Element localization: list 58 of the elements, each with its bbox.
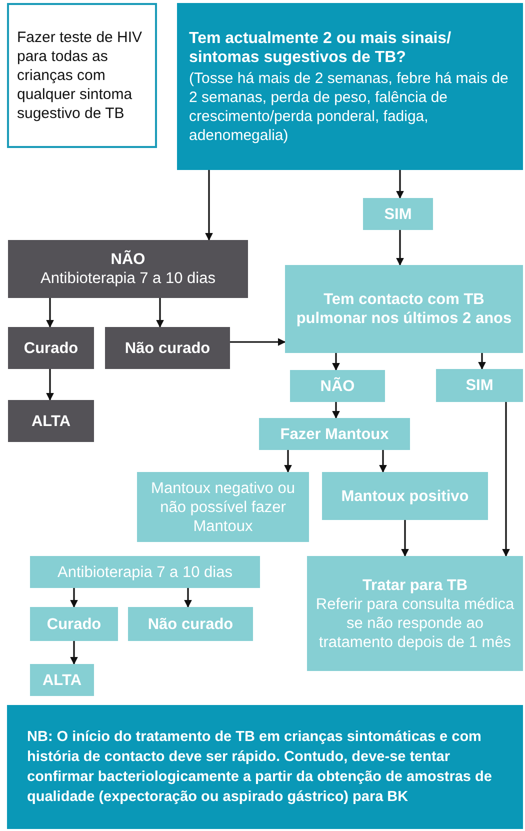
process-box [128, 607, 253, 641]
box-text: Referir para consulta médica se não responde ao tratamento depois de 1 mês [314, 594, 516, 652]
note-box [7, 705, 523, 829]
arrow [332, 353, 340, 371]
question-box [177, 3, 523, 170]
process-box [259, 418, 410, 450]
process-box [8, 327, 94, 369]
box-text: ALTA [30, 412, 72, 430]
process-box [307, 556, 523, 671]
process-box [363, 198, 433, 230]
arrow [156, 298, 164, 328]
box-text: NB: O início do tratamento de TB em crianças sintomáticas e com história de contacto deve ser rápido. Contudo, deve-se tentar confirmar bacteriologicamente a partir da obtenção de amostras de qualidade (expectoração ou aspirado gástrico) para BK [27, 728, 493, 807]
box-text: Não curado [146, 614, 234, 634]
process-box [290, 370, 385, 402]
process-box [8, 240, 248, 298]
arrow [396, 170, 404, 199]
box-text: Não curado [124, 338, 212, 358]
arrow [396, 230, 404, 266]
box-text: SIM [464, 376, 494, 395]
arrow [502, 402, 510, 557]
arrow [230, 338, 286, 346]
box-text: Fazer Mantoux [279, 424, 390, 444]
arrow [478, 353, 486, 370]
box-text: Antibioterapia 7 a 10 dias [40, 269, 216, 288]
box-text: Antibioterapia 7 a 10 dias [56, 562, 234, 582]
arrow [205, 170, 213, 241]
box-text: Curado [22, 338, 80, 358]
process-box [30, 556, 260, 588]
arrow [46, 369, 54, 401]
process-box [137, 472, 309, 542]
box-heading: NÃO [110, 250, 146, 269]
box-text: Mantoux negativo ou não possível fazer Mantoux [150, 478, 296, 536]
box-heading: Tratar para TB [361, 576, 469, 594]
process-box [30, 607, 118, 641]
arrow [379, 450, 387, 473]
arrow [70, 588, 78, 608]
box-text: SIM [383, 204, 413, 224]
box-text: Mantoux positivo [340, 486, 470, 506]
box-text: NÃO [319, 376, 356, 396]
arrow [332, 402, 340, 419]
arrow [184, 588, 192, 608]
box-text: (Tosse há mais de 2 semanas, febre há mais de 2 semanas, perda de peso, falência de crescimento/perda ponderal, fadiga, adenomegalia) [189, 68, 510, 144]
process-box [285, 265, 523, 353]
arrow [284, 450, 292, 473]
box-text: Curado [46, 614, 102, 634]
note-box [7, 3, 157, 148]
box-text: Tem contacto com TB pulmonar nos últimos 2 anos [295, 290, 513, 328]
process-box [8, 400, 94, 442]
process-box [30, 664, 94, 696]
arrow [46, 298, 54, 328]
arrow [401, 520, 409, 557]
box-heading: Tem actualmente 2 ou mais sinais/ sintomas sugestivos de TB? [189, 28, 452, 66]
process-box [322, 472, 488, 520]
box-text: Fazer teste de HIV para todas as crianças com qualquer sintoma sugestivo de TB [17, 28, 144, 123]
process-box [436, 369, 523, 402]
box-text: ALTA [41, 670, 83, 690]
arrow [70, 641, 78, 665]
process-box [105, 327, 230, 369]
